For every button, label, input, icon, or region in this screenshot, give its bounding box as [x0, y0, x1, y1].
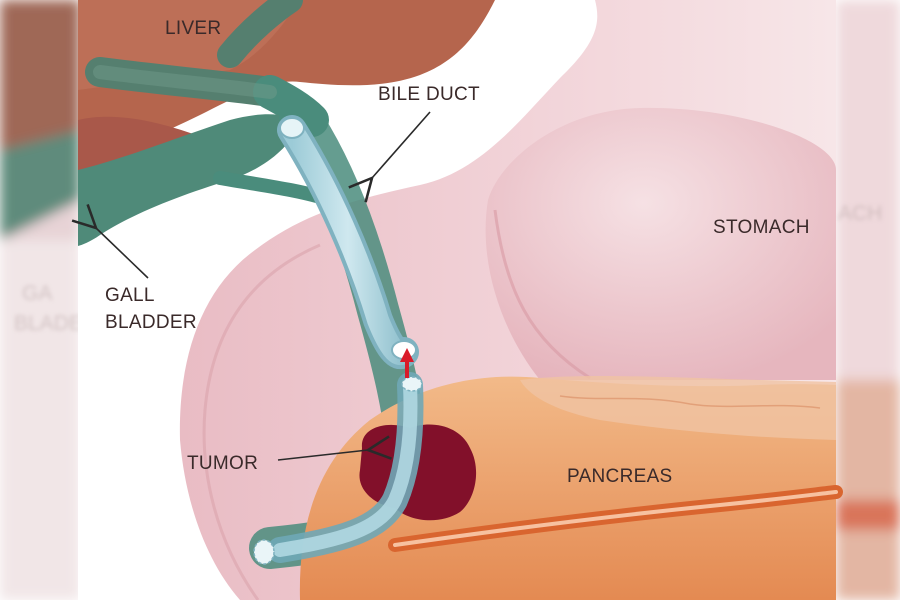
label-gall-bladder-line1: GALL — [105, 285, 155, 306]
tumor-pointer — [277, 435, 392, 461]
lower-stent — [253, 372, 424, 565]
label-liver: LIVER — [165, 18, 221, 39]
pancreas-upper-lobe — [520, 375, 836, 440]
label-pancreas: PANCREAS — [567, 466, 673, 487]
right-blurred-panel — [836, 0, 900, 600]
label-bile-duct: BILE DUCT — [378, 84, 480, 105]
ghost-label-left-1: GA — [22, 282, 52, 305]
pancreas-texture — [559, 395, 821, 409]
bile-duct-pointer — [348, 111, 431, 203]
stomach-fold — [493, 209, 591, 380]
label-stomach: STOMACH — [713, 217, 810, 238]
stomach-bulb — [485, 107, 836, 381]
stent — [277, 115, 419, 369]
left-blurred-panel — [0, 0, 80, 600]
label-tumor: TUMOR — [187, 453, 258, 474]
duodenum-wall — [202, 243, 321, 600]
main-scene — [78, 0, 843, 600]
label-gall-bladder-line2: BLADDER — [105, 312, 197, 333]
leader-lines — [71, 111, 431, 461]
ghost-label-left-2: BLADE — [14, 312, 83, 335]
ghost-label-right: ACH — [838, 202, 882, 225]
gall-bladder — [78, 114, 300, 246]
gall-bladder-pointer — [71, 203, 149, 279]
flow-arrow — [400, 348, 414, 378]
